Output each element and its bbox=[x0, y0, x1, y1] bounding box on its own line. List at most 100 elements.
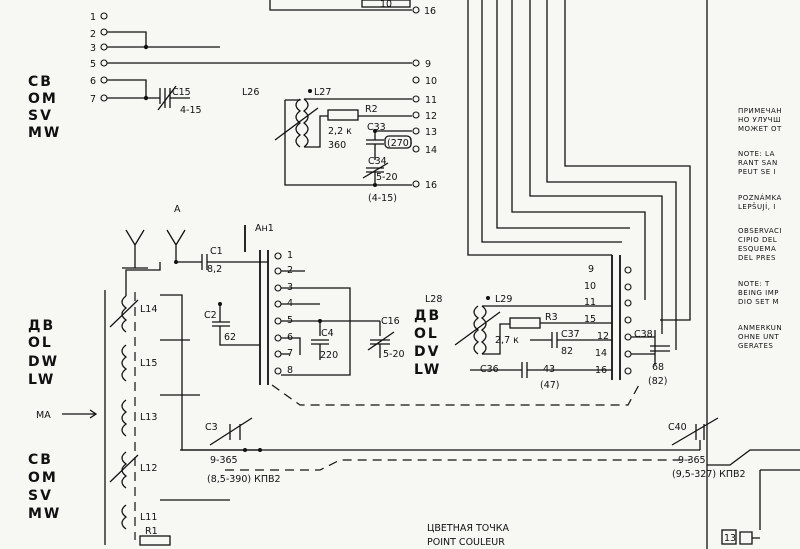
c33-value: 360 bbox=[328, 140, 346, 151]
c34-value: 5-20 bbox=[376, 172, 398, 183]
switch-pin: 14 bbox=[595, 348, 607, 359]
note-line: ЦВЕТНАЯ ТОЧКА bbox=[427, 523, 509, 534]
l26-l27-assembly: L26 L27 R2 2,2 к C33 360 (270) C34 5-20 … bbox=[242, 87, 413, 204]
pin-label: 7 bbox=[90, 94, 96, 105]
band-label: ДВ bbox=[414, 308, 441, 324]
c37-label: C37 bbox=[561, 329, 580, 340]
pin-label: 3 bbox=[90, 43, 96, 54]
pin-label: 13 bbox=[425, 127, 437, 138]
c38-alt: (82) bbox=[648, 376, 668, 387]
text-label: ESQUEMA bbox=[738, 245, 776, 253]
text-label: ANMERKUN bbox=[738, 324, 782, 332]
left-band-switch: 1 2 3 4 5 6 7 8 bbox=[259, 250, 641, 406]
l29-label: L29 bbox=[495, 294, 512, 305]
text-label: DEL PRES bbox=[738, 254, 776, 262]
text-label: PEUT SE I bbox=[738, 168, 776, 176]
coil-label: L11 bbox=[140, 512, 157, 523]
c40-alt: (9,5-327) КПВ2 bbox=[672, 469, 746, 480]
band-label: MW bbox=[28, 506, 61, 522]
band-label: СВ bbox=[28, 452, 53, 468]
page-ref-number: 13 bbox=[724, 533, 736, 544]
pin-label: 10 bbox=[425, 76, 437, 87]
bus-wires bbox=[467, 0, 708, 549]
pin-label: 10 bbox=[380, 0, 392, 10]
c33-label: C33 bbox=[367, 122, 386, 133]
c38-label: C38 bbox=[634, 329, 653, 340]
pin-label: 2 bbox=[90, 29, 96, 40]
band-label: DV bbox=[414, 344, 440, 360]
band-label: СВ bbox=[28, 74, 53, 90]
text-label: CIPIO DEL bbox=[738, 236, 777, 244]
pin-label: 16 bbox=[424, 6, 436, 17]
band-label: LW bbox=[414, 362, 441, 378]
c16-label: C16 bbox=[381, 316, 400, 327]
c15-label: C15 bbox=[172, 87, 191, 98]
c3-value: 9-365 bbox=[210, 455, 238, 466]
right-band-switch: 9 10 11 15 12 14 16 bbox=[584, 255, 632, 380]
note-line: POINT COULEUR bbox=[427, 537, 505, 548]
band-label: LW bbox=[28, 372, 55, 388]
band-label: ОМ bbox=[28, 470, 58, 486]
pin-label: 1 bbox=[90, 12, 96, 23]
band-label: SV bbox=[28, 108, 53, 124]
l28-label: L28 bbox=[425, 294, 442, 305]
band-labels-mid: ДВ OL DW LW bbox=[28, 318, 59, 388]
text-label: GERATES bbox=[738, 342, 773, 350]
band-label: SV bbox=[28, 488, 53, 504]
c38-value: 68 bbox=[652, 362, 664, 373]
band-labels-bottom: СВ ОМ SV MW bbox=[28, 452, 61, 522]
c37-value: 82 bbox=[561, 346, 573, 357]
c36-value: 43 bbox=[543, 364, 555, 375]
c40-variable-cap: C40 9-365 (9,5-327) КПВ2 bbox=[668, 417, 800, 480]
c1-label: C1 bbox=[210, 246, 223, 257]
left-coils: L14 L15 L13 L12 L11 R1 МА bbox=[36, 262, 260, 546]
c4-label: C4 bbox=[321, 328, 334, 339]
text-label: POZNÁMKA bbox=[738, 193, 782, 202]
switch-pin: 7 bbox=[287, 348, 293, 359]
text-label: НО УЛУЧШ bbox=[738, 116, 781, 124]
c15-value: 4-15 bbox=[180, 105, 202, 116]
text-label: NOTE: LA bbox=[738, 150, 775, 158]
coil-label: L12 bbox=[140, 463, 157, 474]
c40-label: C40 bbox=[668, 422, 687, 433]
c2-value: 62 bbox=[224, 332, 236, 343]
pin-label: 14 bbox=[425, 145, 437, 156]
switch-pin: 12 bbox=[597, 331, 609, 342]
antenna-label: A bbox=[174, 204, 181, 215]
switch-pin: 11 bbox=[584, 297, 596, 308]
band-label: MW bbox=[28, 125, 61, 141]
c34-label: C34 bbox=[368, 156, 387, 167]
c3-alt: (8,5-390) КПВ2 bbox=[207, 474, 281, 485]
c38-cap: C38 68 (82) bbox=[631, 329, 670, 387]
switch-pin: 1 bbox=[287, 250, 293, 261]
text-label: МОЖЕТ ОТ bbox=[738, 125, 782, 133]
coil-label: L14 bbox=[140, 304, 157, 315]
l26-label: L26 bbox=[242, 87, 259, 98]
band-labels-right: ДВ OL DV LW bbox=[414, 308, 441, 378]
switch-pin: 9 bbox=[588, 264, 594, 275]
pin-label: 6 bbox=[90, 76, 96, 87]
r3-value: 2,7 к bbox=[495, 335, 519, 346]
switch-pin: 10 bbox=[584, 281, 596, 292]
switch-pin: 8 bbox=[287, 365, 293, 376]
text-label: RANT SAN bbox=[738, 159, 778, 167]
l27-label: L27 bbox=[314, 87, 331, 98]
band-label: DW bbox=[28, 354, 59, 370]
text-label: LEPŠUJÍ, I bbox=[738, 202, 776, 211]
switch-pin: 16 bbox=[595, 365, 607, 376]
r2-label: R2 bbox=[365, 104, 378, 115]
text-label: ПРИМЕЧАН bbox=[738, 107, 782, 115]
c4-value: 220 bbox=[320, 350, 338, 361]
c3-label: C3 bbox=[205, 422, 218, 433]
band-label: ДВ bbox=[28, 318, 55, 334]
band-label: ОМ bbox=[28, 91, 58, 107]
l28-l29-assembly: L28 L29 R3 2,7 к C37 82 C36 43 (47) bbox=[425, 294, 612, 391]
band-labels-top: СВ ОМ SV MW bbox=[28, 74, 61, 141]
top-left-terminals: 1 2 3 5 6 7 C15 4-15 bbox=[90, 12, 412, 116]
c36-label: C36 bbox=[480, 364, 499, 375]
top-right-terminals: 10 16 9 10 11 12 13 14 16 bbox=[269, 0, 437, 191]
left-capacitors: C2 62 C4 220 C16 5-20 bbox=[204, 302, 405, 361]
ant-jack-label: Ан1 bbox=[255, 223, 274, 234]
switch-pin: 15 bbox=[584, 314, 596, 325]
